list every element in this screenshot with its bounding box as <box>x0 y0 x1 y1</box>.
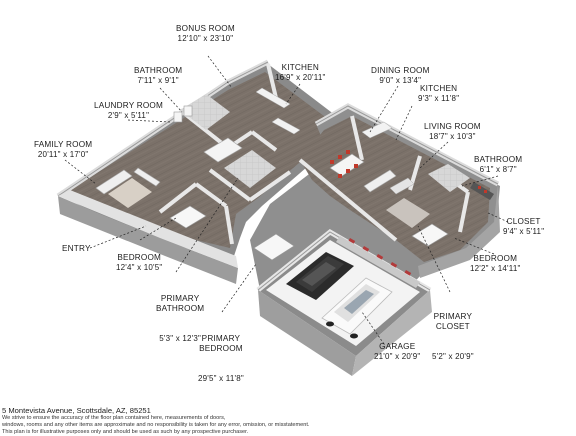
room-floors <box>180 94 470 228</box>
label-garage: GARAGE 21'0" x 20'9" <box>374 342 421 361</box>
label-bonus-room: BONUS ROOM 12'10" x 23'10" <box>176 24 235 43</box>
disclaimer-line-3: This plan is for illustrative purposes o… <box>2 429 249 435</box>
living-room-sofa-icon <box>363 169 397 193</box>
label-bathroom-right: BATHROOM 6'1" x 8'7" <box>474 155 523 174</box>
disclaimer-line-2: windows, rooms and any other items are a… <box>2 422 310 428</box>
car-white-icon <box>321 277 393 339</box>
primary-bed-icon <box>253 233 295 261</box>
label-kitchen-main: KITCHEN 16'9" x 20'11" <box>275 63 326 82</box>
label-laundry-room: LAUNDRY ROOM 2'9" x 5'11" <box>94 101 163 120</box>
kitchen-island-icon <box>203 137 243 163</box>
label-primary-closet: PRIMARY CLOSET 5'2" x 20'9" <box>432 312 474 361</box>
disclaimer-line-1: We strive to ensure the accuracy of the … <box>2 415 226 421</box>
furniture <box>95 87 494 261</box>
dining-chairs-icon <box>330 150 358 178</box>
property-address: 5 Montevista Avenue, Scottsdale, AZ, 852… <box>2 406 151 415</box>
label-bathroom-upper: BATHROOM 7'11" x 9'1" <box>134 66 183 85</box>
leader-lines <box>64 55 509 345</box>
label-entry: ENTRY <box>62 244 91 253</box>
label-primary-bedroom: PRIMARY BEDROOM 29'5" x 11'8" <box>198 334 244 383</box>
bedroom-right-bed-icon <box>411 223 449 247</box>
label-bedroom-right: BEDROOM 12'2" x 14'11" <box>470 254 521 273</box>
garage-block <box>256 228 432 376</box>
bathroom-right-floor <box>428 164 470 192</box>
car-dark-icon <box>286 252 354 300</box>
bedroom-left-bed-icon <box>169 205 207 229</box>
family-room-rug-icon <box>108 178 152 208</box>
outer-walls <box>56 59 352 284</box>
label-bedroom-left: BEDROOM 12'4" x 10'5" <box>116 253 163 272</box>
primary-bathroom-floor <box>224 150 276 188</box>
family-room-sofa-icon <box>95 169 133 195</box>
label-closet: CLOSET 9'4" x 5'11" <box>503 217 545 236</box>
label-family-room: FAMILY ROOM 20'11" x 17'0" <box>34 140 93 159</box>
washer-icon <box>173 111 183 123</box>
label-primary-bathroom: PRIMARY BATHROOM 5'3" x 12'3" <box>156 294 205 343</box>
left-wing-floor <box>70 72 340 248</box>
bathroom-upper-floor <box>180 94 230 130</box>
label-living-room: LIVING ROOM 18'7" x 10'3" <box>424 122 481 141</box>
garage-floor <box>266 240 420 346</box>
label-dining-room: DINING ROOM 9'0" x 13'4" <box>371 66 430 85</box>
label-kitchen-small: KITCHEN 9'3" x 11'8" <box>418 84 460 103</box>
dryer-icon <box>183 105 193 117</box>
primary-closet-floor <box>386 198 430 228</box>
dining-table-icon <box>329 153 365 177</box>
